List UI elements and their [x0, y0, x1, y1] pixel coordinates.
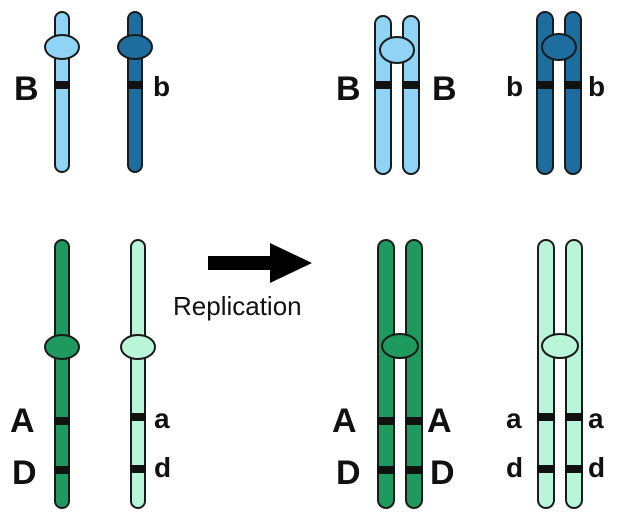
allele-label-A: A — [10, 402, 35, 440]
sister-chromatid-right — [565, 239, 583, 509]
gene-locus-mark — [54, 466, 70, 474]
gene-locus-mark — [54, 81, 70, 89]
chromatid — [54, 239, 70, 509]
gene-locus-mark — [405, 466, 423, 474]
gene-locus-mark — [565, 413, 583, 421]
gene-locus-mark — [402, 81, 420, 89]
allele-label-D-right: D — [430, 454, 455, 492]
chromosome-dark-blue-replicated — [536, 11, 582, 175]
chromosome-light-blue-replicated — [374, 15, 420, 175]
allele-label-a-right: a — [588, 403, 604, 434]
gene-locus-mark — [536, 81, 554, 89]
allele-label-A-right: A — [427, 402, 452, 440]
sister-chromatid-left — [377, 239, 395, 509]
allele-label-a: a — [154, 403, 170, 434]
gene-locus-mark — [127, 81, 143, 89]
centromere — [379, 36, 415, 64]
gene-locus-mark — [130, 413, 146, 421]
allele-label-d: d — [154, 452, 171, 483]
replication-arrow — [208, 243, 312, 283]
gene-locus-mark — [564, 81, 582, 89]
chromatid — [130, 239, 146, 509]
allele-label-B-right: B — [432, 70, 457, 108]
sister-chromatid-right — [405, 239, 423, 509]
allele-label-b-right: b — [588, 71, 605, 102]
allele-label-B-left: B — [336, 70, 361, 108]
centromere — [117, 34, 153, 60]
chromosome-dark-green-unreplicated — [44, 239, 80, 509]
allele-label-D-left: D — [336, 454, 361, 492]
chromosome-dark-green-replicated — [377, 239, 423, 509]
arrow-head — [270, 243, 312, 283]
gene-locus-mark — [374, 81, 392, 89]
allele-label-d-left: d — [506, 452, 523, 483]
chromosome-light-green-unreplicated — [120, 239, 156, 509]
sister-chromatid-left — [537, 239, 555, 509]
allele-label-b-left: b — [506, 71, 523, 102]
chromosome-dark-blue-unreplicated — [117, 11, 153, 173]
allele-label-B: B — [14, 70, 39, 108]
gene-locus-mark — [537, 413, 555, 421]
centromere — [381, 333, 419, 359]
centromere — [120, 334, 156, 360]
allele-label-b: b — [153, 71, 170, 102]
allele-label-A-left: A — [332, 402, 357, 440]
gene-locus-mark — [54, 417, 70, 425]
replication-label: Replication — [173, 291, 302, 321]
gene-locus-mark — [377, 417, 395, 425]
chromosome-light-green-replicated — [537, 239, 583, 509]
centromere — [44, 334, 80, 360]
gene-locus-mark — [377, 466, 395, 474]
allele-label-a-left: a — [506, 403, 522, 434]
gene-locus-mark — [565, 465, 583, 473]
gene-locus-mark — [130, 465, 146, 473]
centromere — [541, 33, 577, 61]
allele-label-d-right: d — [588, 452, 605, 483]
gene-locus-mark — [405, 417, 423, 425]
chromosome-light-blue-unreplicated — [44, 11, 80, 173]
centromere — [541, 333, 579, 359]
centromere — [44, 34, 80, 60]
gene-locus-mark — [537, 465, 555, 473]
arrow-shaft — [208, 256, 272, 270]
allele-label-D: D — [12, 454, 37, 492]
